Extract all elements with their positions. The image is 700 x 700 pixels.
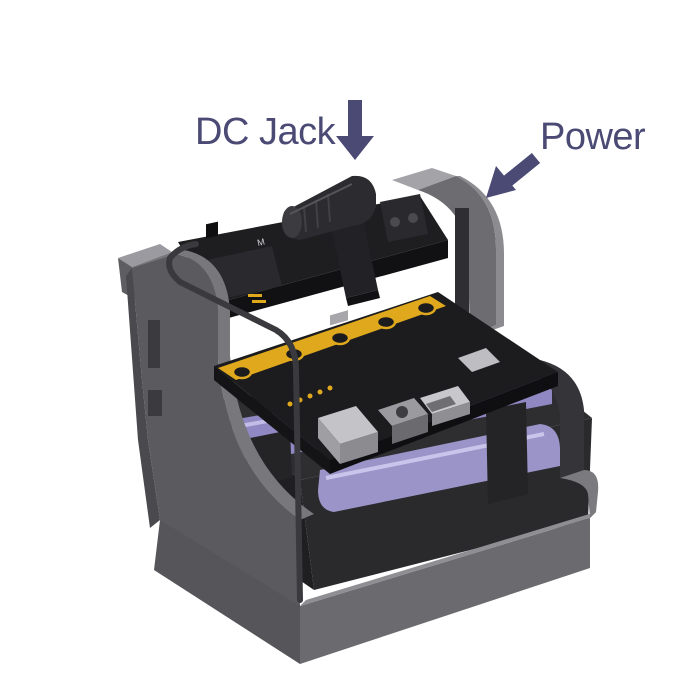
back-right-post	[392, 168, 504, 338]
power-wire	[166, 255, 303, 603]
dc-jack-label: DC Jack	[195, 111, 336, 153]
reset-button	[378, 398, 428, 444]
power-label: Power	[540, 116, 646, 158]
dc-jack	[282, 175, 380, 306]
front-case	[126, 250, 599, 664]
terminal-block-right	[380, 194, 428, 242]
dc-jack-arrow	[336, 100, 374, 160]
main-pcb	[214, 292, 558, 474]
svg-text:M: M	[256, 237, 266, 248]
battery-connector	[318, 310, 378, 464]
usb-connector	[420, 386, 470, 426]
power-arrow	[486, 152, 541, 198]
